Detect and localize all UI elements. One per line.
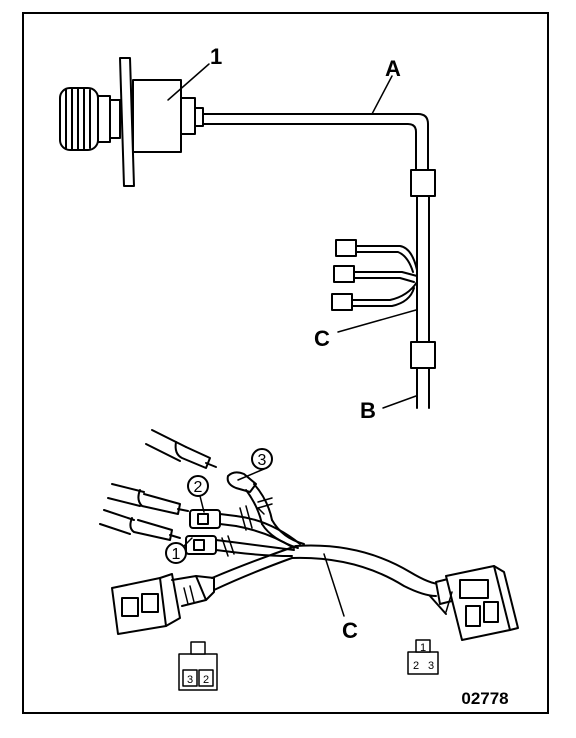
label-wire-b: B: [360, 398, 376, 423]
wire-sleeve: [410, 341, 436, 369]
callout-1: 1: [172, 546, 181, 563]
terminal-2: [189, 509, 237, 529]
left-connector: [111, 573, 215, 635]
leader-line: [183, 537, 193, 547]
label-part-1: 1: [210, 44, 222, 69]
label-wire-c-upper: C: [314, 326, 330, 351]
callout-circle: [165, 542, 187, 564]
right-pin-label: 2: [413, 660, 419, 672]
leader-line: [237, 468, 265, 481]
left-pin-label: 3: [187, 674, 193, 686]
leader-line: [199, 495, 205, 513]
leader-line: [323, 553, 345, 617]
right-pin-label: 1: [420, 642, 426, 654]
left-pin-layout: [178, 641, 218, 691]
leader-line: [337, 309, 417, 333]
right-pin-label: 3: [428, 660, 434, 672]
terminal-connector: [331, 293, 353, 311]
callout-circle: [251, 448, 273, 470]
leader-line: [382, 395, 417, 409]
callout-3: 3: [258, 452, 267, 469]
callout-circle: [187, 475, 209, 497]
left-pin-label: 2: [203, 674, 209, 686]
probe-wires: [99, 429, 217, 541]
terminal-connector: [333, 265, 355, 283]
wire-c-lower: [211, 505, 441, 597]
callout-2: 2: [194, 479, 203, 496]
wire-c-upper: [351, 195, 430, 343]
leader-line: [371, 75, 393, 115]
wire-b: [416, 367, 430, 409]
reference-number: 02778: [461, 689, 508, 708]
leader-line: [167, 63, 210, 101]
terminal-connector: [335, 239, 357, 257]
label-wire-c-lower: C: [342, 618, 358, 643]
right-pin-layout: [407, 639, 439, 675]
diagram-frame: [22, 12, 549, 714]
wire-sleeve: [410, 169, 436, 197]
rotary-switch: [59, 57, 204, 187]
label-wire-a: A: [385, 56, 401, 81]
wire-a: [202, 113, 429, 173]
right-connector: [429, 565, 519, 641]
